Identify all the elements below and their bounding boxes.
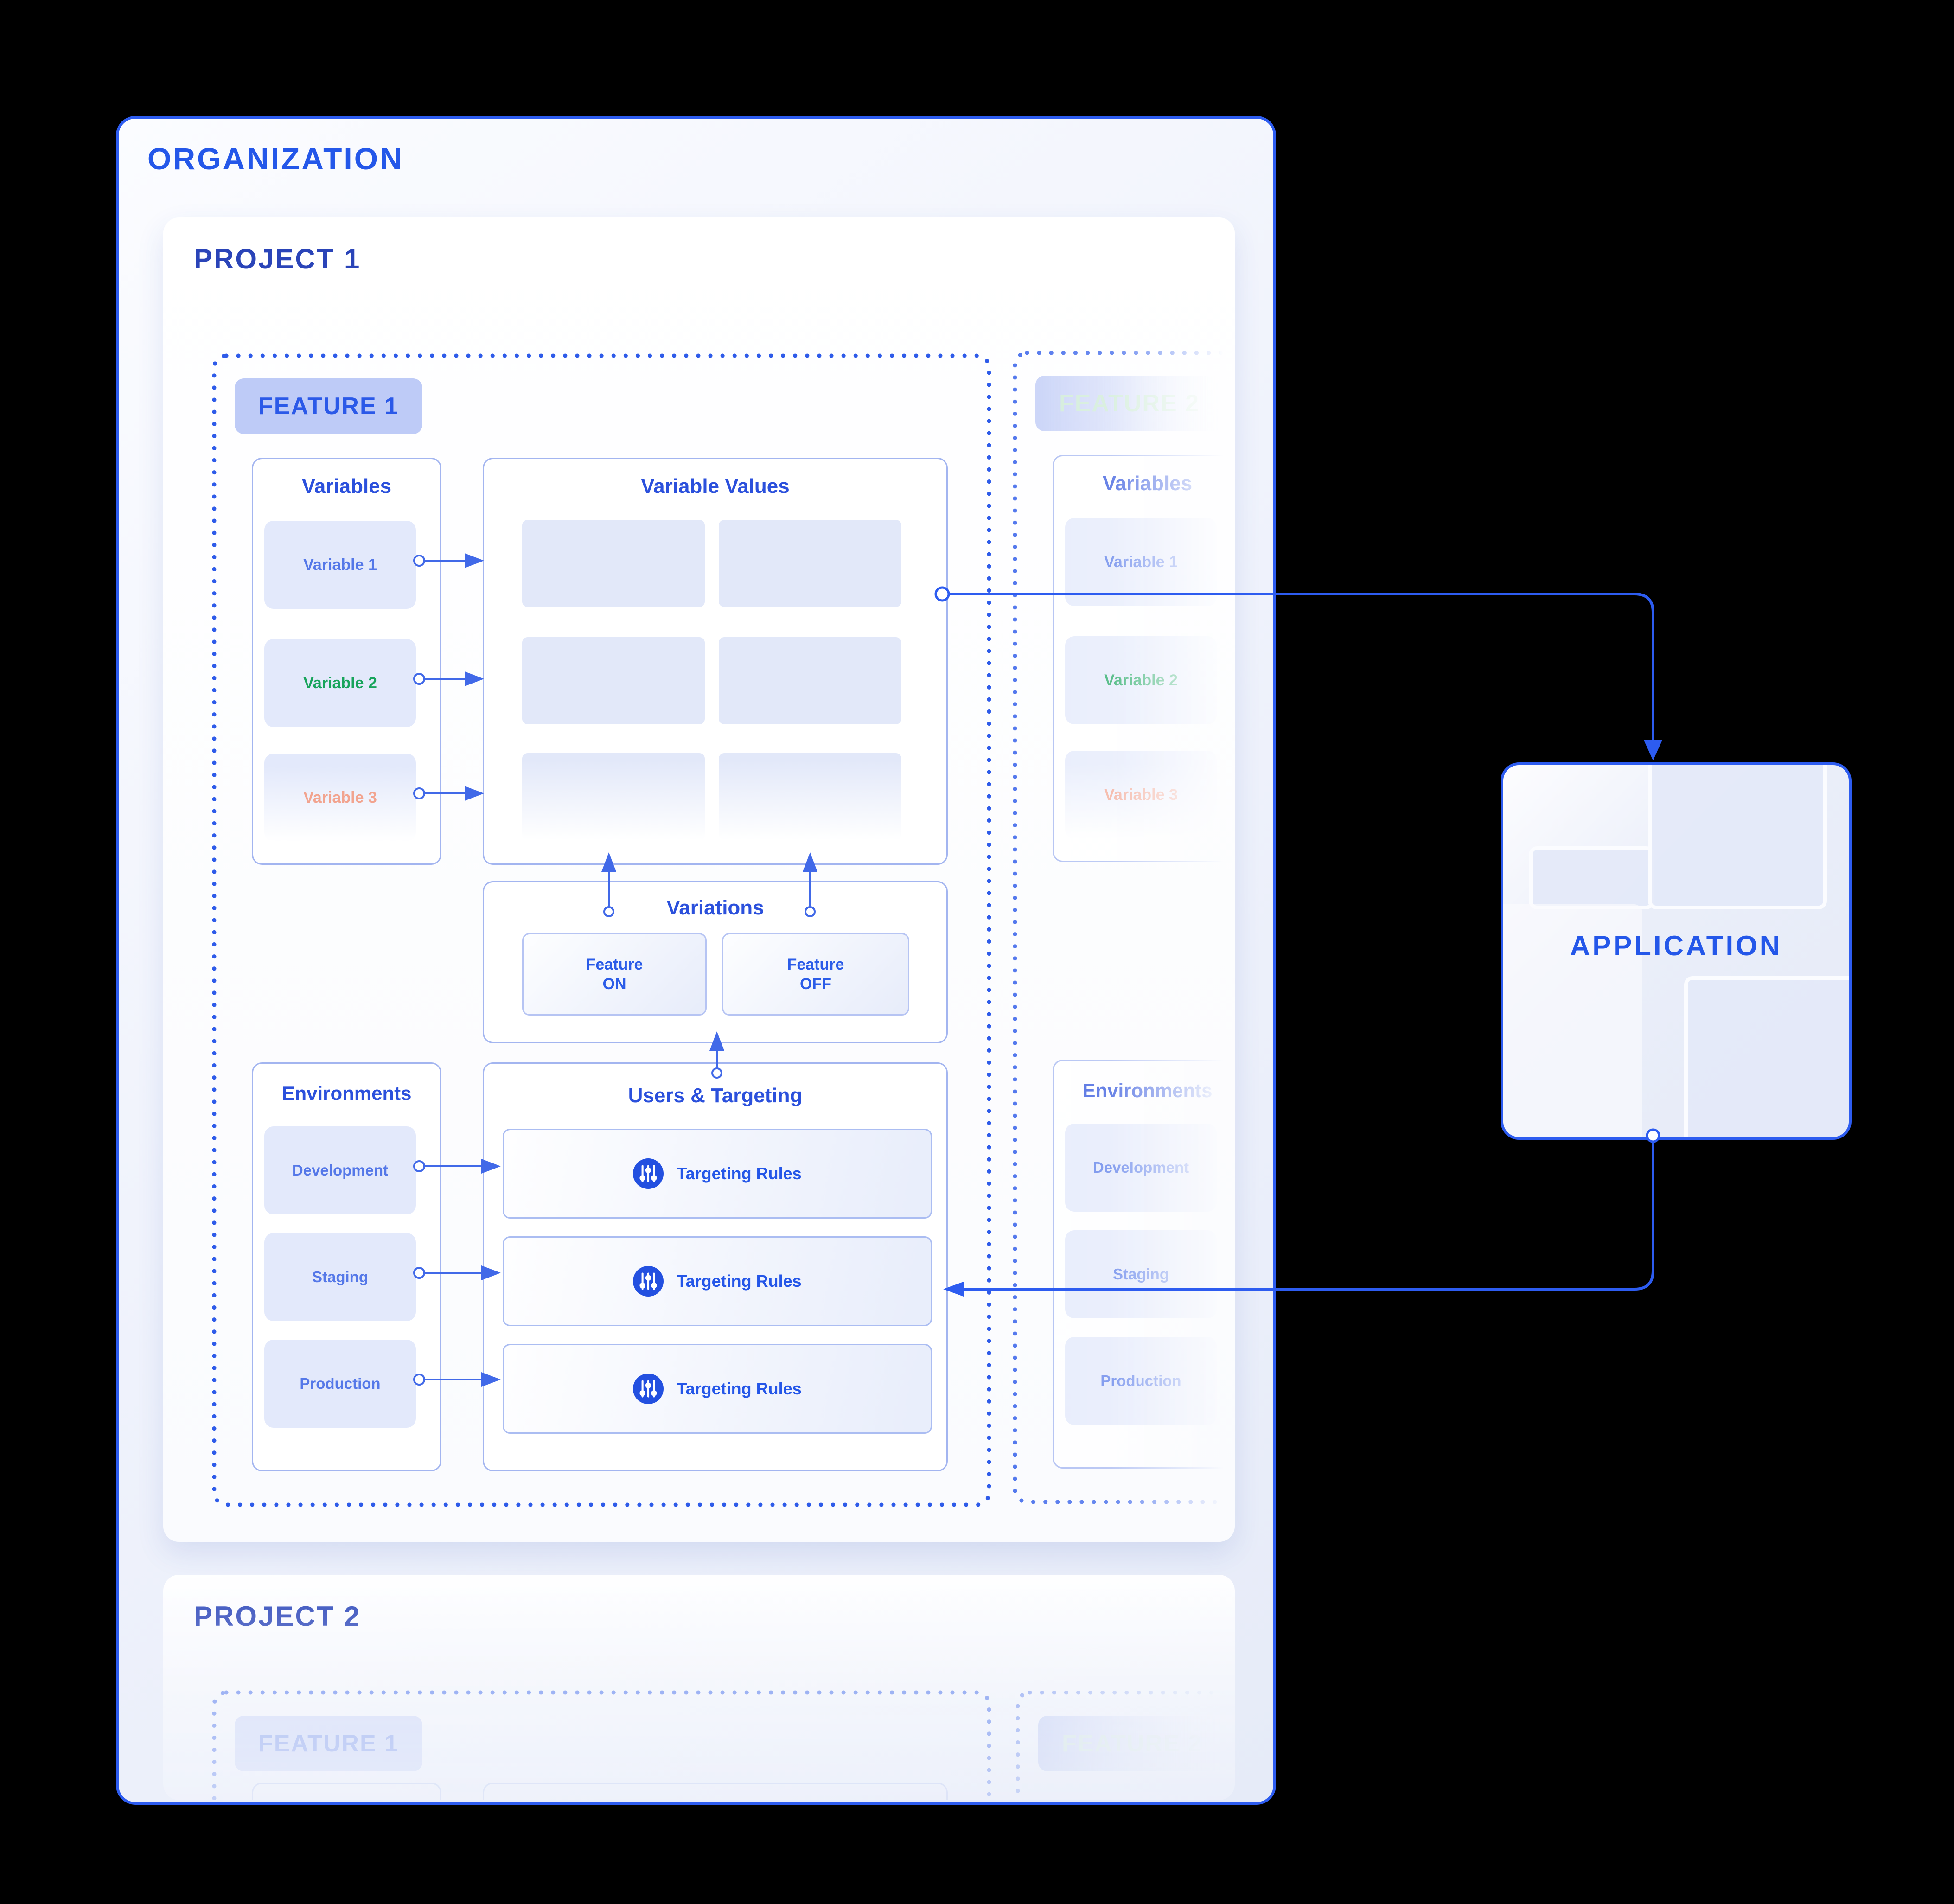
project-2-title: PROJECT 2 bbox=[194, 1601, 361, 1632]
environment-development-pill: Development bbox=[264, 1126, 416, 1214]
variables-panel: Variables Variable 1 Variable 2 Variable… bbox=[252, 458, 441, 865]
targeting-rules-label: Targeting Rules bbox=[677, 1271, 802, 1291]
variation-on-line2: ON bbox=[602, 975, 626, 993]
variable-value-placeholder bbox=[719, 637, 901, 724]
feature-2-environment-production-pill: Production bbox=[1065, 1337, 1217, 1425]
project-2-feature-2-region: FEATURE 2 bbox=[1016, 1691, 1235, 1800]
project-1-title: PROJECT 1 bbox=[194, 243, 361, 275]
application-deco-block bbox=[1529, 846, 1654, 909]
variation-feature-off-card: Feature OFF bbox=[722, 933, 909, 1016]
feature-1-label: FEATURE 1 bbox=[235, 378, 422, 434]
application-title: APPLICATION bbox=[1570, 930, 1782, 961]
application-deco-block bbox=[1503, 904, 1642, 1137]
environment-staging-pill: Staging bbox=[264, 1233, 416, 1321]
targeting-rule-row: Targeting Rules bbox=[503, 1236, 932, 1326]
variations-panel: Variations Feature ON Feature OFF bbox=[483, 881, 948, 1043]
sliders-icon bbox=[633, 1266, 664, 1297]
project-2-feature-2-label: FEATURE 2 bbox=[1038, 1716, 1226, 1771]
application-deco-block bbox=[1648, 765, 1827, 909]
sliders-icon bbox=[633, 1158, 664, 1189]
environments-panel: Environments Development Staging Product… bbox=[252, 1062, 441, 1471]
variable-value-placeholder bbox=[522, 637, 705, 724]
targeting-rule-row: Targeting Rules bbox=[503, 1344, 932, 1434]
project-2-feature-1-label: FEATURE 1 bbox=[235, 1716, 422, 1771]
feature-2-variable-3-pill: Variable 3 bbox=[1065, 751, 1217, 839]
variable-values-heading: Variable Values bbox=[641, 475, 790, 498]
targeting-rules-label: Targeting Rules bbox=[677, 1164, 802, 1183]
variable-2-pill: Variable 2 bbox=[264, 639, 416, 727]
variation-off-line2: OFF bbox=[800, 975, 831, 993]
project-2-feature-1-dotted-boundary bbox=[212, 1690, 991, 1800]
users-targeting-heading: Users & Targeting bbox=[628, 1084, 803, 1107]
organization-title: ORGANIZATION bbox=[147, 141, 404, 176]
feature-2-environment-staging-pill: Staging bbox=[1065, 1230, 1217, 1318]
feature-2-variables-heading: Variables bbox=[1102, 472, 1193, 495]
feature-1-dotted-boundary bbox=[212, 353, 991, 1507]
feature-2-environment-development-pill: Development bbox=[1065, 1124, 1217, 1212]
application-deco-block bbox=[1684, 976, 1849, 1137]
variable-value-placeholder bbox=[522, 753, 705, 840]
sliders-icon bbox=[633, 1374, 664, 1404]
feature-2-environments-panel: Environments Development Staging Product… bbox=[1053, 1060, 1232, 1469]
project-2-feature-2-dotted-boundary bbox=[1016, 1691, 1235, 1800]
feature-2-variable-2-pill: Variable 2 bbox=[1065, 636, 1217, 724]
environment-production-pill: Production bbox=[264, 1340, 416, 1428]
variation-feature-on-card: Feature ON bbox=[522, 933, 707, 1016]
variable-value-placeholder bbox=[719, 520, 901, 607]
project-2-card: PROJECT 2 FEATURE 1 FEATURE 2 bbox=[163, 1575, 1235, 1802]
users-targeting-panel: Users & Targeting Targeting Rules bbox=[483, 1062, 948, 1471]
variable-value-placeholder bbox=[522, 520, 705, 607]
variable-3-pill: Variable 3 bbox=[264, 754, 416, 842]
feature-2-region: FEATURE 2 Variables Variable 1 Variable … bbox=[1013, 351, 1232, 1504]
environments-heading: Environments bbox=[281, 1082, 412, 1104]
variables-heading: Variables bbox=[301, 475, 392, 498]
variable-values-panel: Variable Values bbox=[483, 458, 948, 865]
project-2-variable-values-ghost-panel bbox=[483, 1783, 948, 1802]
feature-2-variables-panel: Variables Variable 1 Variable 2 Variable… bbox=[1053, 455, 1232, 862]
feature-2-dotted-boundary bbox=[1013, 351, 1232, 1504]
arrowhead-down-icon bbox=[1644, 740, 1662, 760]
variable-value-placeholder bbox=[719, 753, 901, 840]
application-panel: APPLICATION bbox=[1501, 762, 1852, 1140]
variation-off-line1: Feature bbox=[787, 955, 844, 973]
variation-on-line1: Feature bbox=[586, 955, 643, 973]
targeting-rules-label: Targeting Rules bbox=[677, 1379, 802, 1398]
targeting-rule-row: Targeting Rules bbox=[503, 1129, 932, 1219]
variations-heading: Variations bbox=[666, 896, 764, 919]
variable-1-pill: Variable 1 bbox=[264, 521, 416, 609]
project-2-variables-ghost-panel bbox=[252, 1783, 441, 1802]
feature-2-environments-heading: Environments bbox=[1082, 1080, 1213, 1101]
feature-2-variable-1-pill: Variable 1 bbox=[1065, 518, 1217, 606]
feature-2-label: FEATURE 2 bbox=[1035, 376, 1223, 431]
